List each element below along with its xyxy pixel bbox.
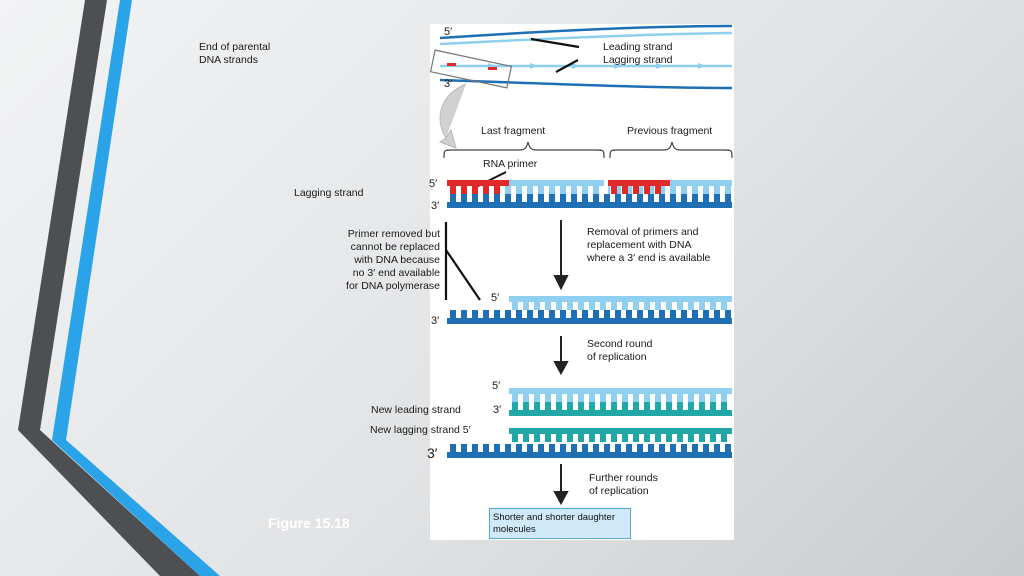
end-row1-3: 3′ — [431, 200, 440, 212]
lagging-strand-label: Lagging strand — [294, 187, 364, 199]
new-leading-strand-label: New leading strand — [371, 404, 461, 416]
row1-top-strand — [447, 180, 732, 186]
end-parental-label: End of parental DNA strands — [199, 41, 271, 66]
brace-last-fragment — [443, 141, 605, 159]
new-lagging-strand-label: New lagging strand 5′ — [370, 424, 471, 436]
row3-top-strand — [509, 388, 732, 394]
end-row4-3: 3′ — [427, 445, 438, 461]
process-arrows — [553, 220, 569, 506]
end-row3-3: 3′ — [493, 404, 502, 416]
last-fragment-label: Last fragment — [481, 125, 546, 137]
lagging-strand-top-label: Lagging strand — [603, 54, 673, 66]
primer-removed-label: Primer removed but cannot be replaced wi… — [346, 228, 440, 292]
row2-top-strand — [509, 296, 732, 302]
replication-fork — [429, 24, 733, 90]
row4-bottom-strand — [447, 452, 732, 458]
shorter-molecules-box: Shorter and shorter daughter molecules — [489, 508, 631, 539]
row2-bottom-strand — [447, 318, 732, 324]
end-row1-5: 5′ — [429, 178, 438, 190]
removal-of-primers-label: Removal of primers and replacement with … — [587, 226, 711, 264]
row1-bottom-strand — [447, 202, 732, 208]
row3-bottom-strand — [509, 410, 732, 416]
end-row2-3: 3′ — [431, 315, 440, 327]
figure-label: Figure 15.18 — [268, 515, 350, 531]
end-row2-5: 5′ — [491, 292, 500, 304]
end-top-5: 5′ — [444, 26, 453, 38]
previous-fragment-label: Previous fragment — [627, 125, 713, 137]
leading-strand-top-label: Leading strand — [603, 41, 673, 53]
zoom-arrow — [438, 83, 467, 149]
end-top-3: 3′ — [444, 78, 453, 90]
brace-previous-fragment — [609, 141, 733, 159]
second-round-label: Second round of replication — [587, 338, 653, 363]
row1-primer-last — [447, 180, 509, 186]
rna-primer-label: RNA primer — [483, 158, 538, 170]
dna-rows — [447, 180, 732, 458]
row1-nick — [604, 180, 608, 196]
row1-primer-previous — [608, 180, 670, 186]
row4-top-strand — [509, 428, 732, 434]
further-rounds-label: Further rounds of replication — [589, 472, 658, 497]
end-row3-5: 5′ — [492, 380, 501, 392]
